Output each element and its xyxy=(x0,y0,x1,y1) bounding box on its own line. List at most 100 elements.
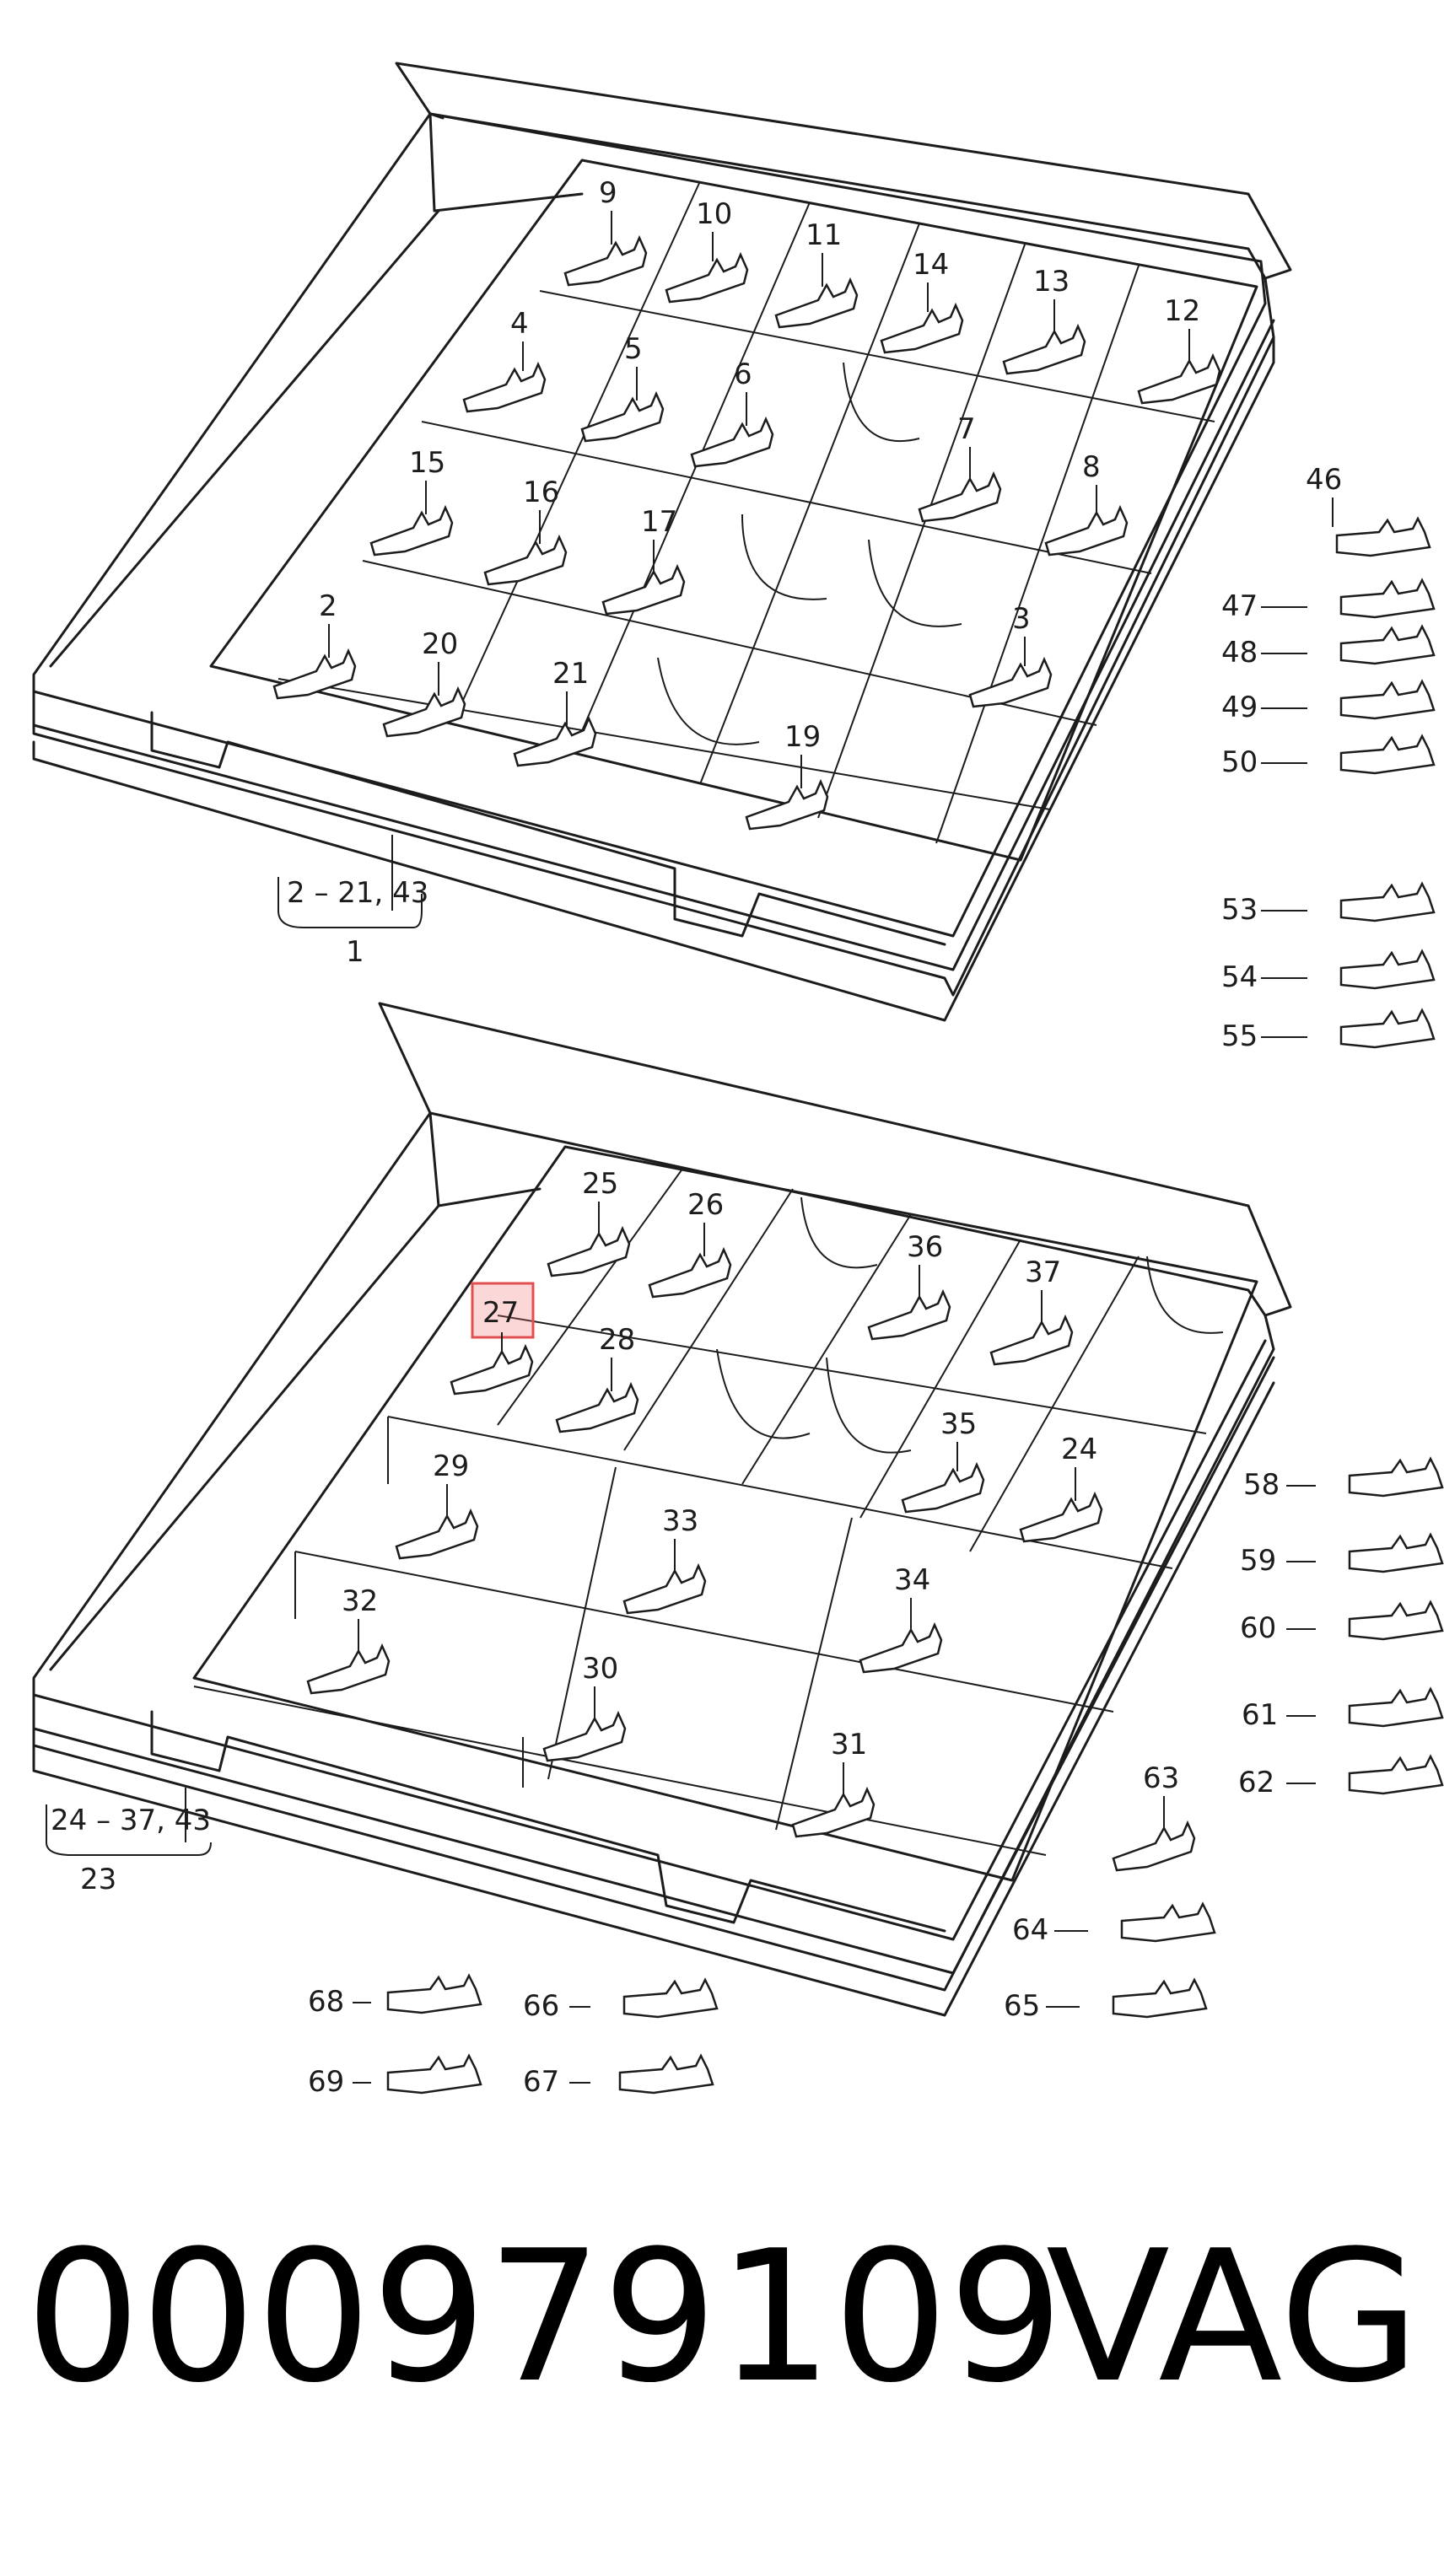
top-tray xyxy=(32,62,1292,1022)
callout-label-8: 8 xyxy=(1082,450,1101,484)
callout-48: 48 xyxy=(1221,624,1436,670)
callout-37: 37 xyxy=(989,1256,1074,1366)
callout-46: 46 xyxy=(1306,463,1431,557)
part-21-drawing xyxy=(513,715,597,767)
part-5-drawing xyxy=(580,390,665,443)
callout-47: 47 xyxy=(1221,578,1436,623)
part-30-drawing xyxy=(542,1710,627,1762)
part-12-drawing xyxy=(1137,352,1221,405)
callout-label-68: 68 xyxy=(308,1985,344,2019)
part-6-drawing xyxy=(690,416,774,468)
callout-2: 2 xyxy=(272,589,357,700)
group-bottom-range: 24 – 37, 43 xyxy=(51,1804,211,1837)
callout-15: 15 xyxy=(369,446,454,557)
brand-name: VAG xyxy=(1046,2211,1420,2423)
callout-17: 17 xyxy=(601,505,686,616)
callout-label-60: 60 xyxy=(1240,1611,1276,1645)
callout-14: 14 xyxy=(880,248,964,354)
callout-6: 6 xyxy=(690,358,774,468)
callout-label-55: 55 xyxy=(1221,1019,1258,1053)
part-3-drawing xyxy=(968,656,1053,708)
callout-label-49: 49 xyxy=(1221,691,1258,724)
part-24-drawing xyxy=(1019,1491,1103,1543)
callout-label-24: 24 xyxy=(1061,1433,1097,1466)
part-60-drawing xyxy=(1348,1600,1444,1641)
part-59-drawing xyxy=(1348,1532,1444,1573)
callout-60: 60 xyxy=(1240,1600,1444,1645)
part-8-drawing xyxy=(1044,504,1129,557)
callout-25: 25 xyxy=(547,1167,631,1277)
callout-label-58: 58 xyxy=(1243,1468,1280,1502)
callout-13: 13 xyxy=(1002,265,1086,375)
callout-label-59: 59 xyxy=(1240,1544,1276,1578)
part-16-drawing xyxy=(483,534,568,586)
part-36-drawing xyxy=(867,1288,951,1341)
part-66-drawing xyxy=(622,1977,719,2019)
part-64-drawing xyxy=(1120,1901,1216,1943)
part-62-drawing xyxy=(1348,1754,1444,1795)
part-11-drawing xyxy=(774,277,859,329)
callout-label-47: 47 xyxy=(1221,589,1258,623)
callout-label-35: 35 xyxy=(940,1407,977,1441)
callout-5: 5 xyxy=(580,332,665,443)
part-13-drawing xyxy=(1002,323,1086,375)
callout-68: 68 xyxy=(308,1973,482,2019)
callout-label-28: 28 xyxy=(599,1323,635,1357)
group-bracket-top: 2 – 21, 43 1 xyxy=(277,835,428,969)
part-55-drawing xyxy=(1339,1008,1436,1049)
callout-54: 54 xyxy=(1221,949,1436,994)
callout-3: 3 xyxy=(968,602,1053,708)
callout-30: 30 xyxy=(542,1652,627,1762)
callout-label-32: 32 xyxy=(342,1584,378,1618)
part-19-drawing xyxy=(745,778,829,831)
part-69-drawing xyxy=(386,2053,482,2095)
callout-label-3: 3 xyxy=(1012,602,1031,636)
part-50-drawing xyxy=(1339,734,1436,775)
callout-label-9: 9 xyxy=(599,176,617,210)
callout-21: 21 xyxy=(513,657,597,767)
callout-27: 27 xyxy=(450,1296,534,1396)
callout-62: 62 xyxy=(1238,1754,1444,1799)
callout-label-69: 69 xyxy=(308,2065,344,2099)
callout-4: 4 xyxy=(462,307,547,413)
callout-label-17: 17 xyxy=(641,505,677,539)
part-32-drawing xyxy=(306,1643,391,1695)
part-61-drawing xyxy=(1348,1686,1444,1728)
part-49-drawing xyxy=(1339,679,1436,720)
callout-label-26: 26 xyxy=(687,1188,724,1222)
callout-66: 66 xyxy=(523,1977,719,2023)
callout-58: 58 xyxy=(1243,1456,1444,1502)
callout-label-66: 66 xyxy=(523,1989,559,2023)
callout-26: 26 xyxy=(648,1188,732,1299)
callout-67: 67 xyxy=(523,2053,714,2099)
callout-label-15: 15 xyxy=(409,446,445,480)
part-9-drawing xyxy=(563,234,648,287)
callout-label-63: 63 xyxy=(1143,1761,1179,1795)
callout-label-2: 2 xyxy=(319,589,337,623)
part-29-drawing xyxy=(395,1508,479,1560)
part-4-drawing xyxy=(462,361,547,413)
callout-label-50: 50 xyxy=(1221,745,1258,779)
callout-label-64: 64 xyxy=(1012,1913,1048,1947)
callout-label-20: 20 xyxy=(422,627,458,661)
callout-35: 35 xyxy=(901,1407,985,1514)
callout-36: 36 xyxy=(867,1230,951,1341)
part-20-drawing xyxy=(382,686,466,738)
part-17-drawing xyxy=(601,563,686,616)
part-67-drawing xyxy=(618,2053,714,2095)
callout-8: 8 xyxy=(1044,450,1129,557)
part-14-drawing xyxy=(880,302,964,354)
callout-29: 29 xyxy=(395,1449,479,1560)
callout-label-16: 16 xyxy=(523,476,559,509)
callout-16: 16 xyxy=(483,476,568,586)
callout-label-25: 25 xyxy=(582,1167,618,1201)
callout-label-6: 6 xyxy=(734,358,752,391)
callout-label-37: 37 xyxy=(1025,1256,1061,1289)
part-31-drawing xyxy=(791,1786,876,1838)
callout-label-12: 12 xyxy=(1164,294,1200,328)
part-number: 000979109 xyxy=(25,2211,1064,2423)
part-68-drawing xyxy=(386,1973,482,2014)
part-27-drawing xyxy=(450,1343,534,1396)
